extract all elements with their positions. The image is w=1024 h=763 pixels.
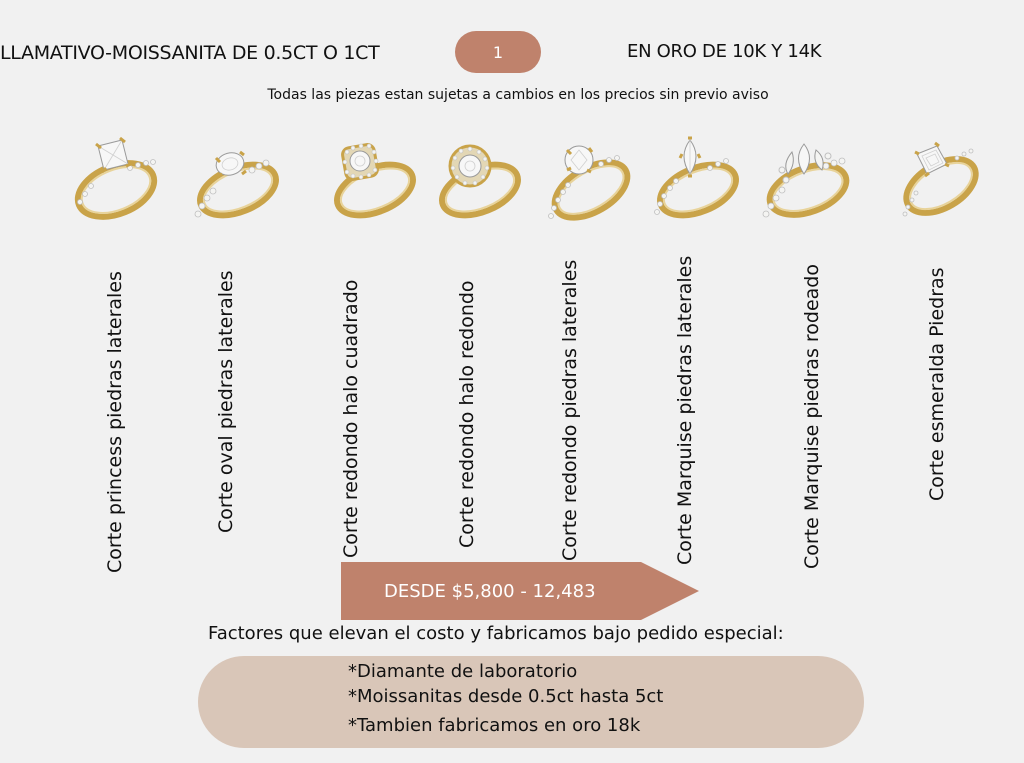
- price-range-banner: DESDE $5,800 - 12,483: [341, 562, 699, 620]
- factor-item: *Tambien fabricamos en oro 18k: [348, 715, 641, 736]
- ring-label-marquise-cluster: Corte Marquise piedras rodeado: [801, 264, 823, 569]
- factor-item: *Moissanitas desde 0.5ct hasta 5ct: [348, 686, 664, 707]
- round-halo-ring-icon[interactable]: [430, 128, 530, 232]
- factors-title: Factores que elevan el costo y fabricamo…: [208, 623, 784, 644]
- ring-label-oval: Corte oval piedras laterales: [215, 270, 237, 533]
- ring-label-princess: Corte princess piedras laterales: [104, 271, 126, 573]
- marquise-cluster-ring-icon[interactable]: [758, 128, 858, 232]
- ring-label-marquise-side-stones: Corte Marquise piedras laterales: [674, 255, 696, 565]
- round-side-stones-ring-icon[interactable]: [541, 128, 641, 232]
- factor-item: *Diamante de laboratorio: [348, 661, 578, 682]
- page-title: LLAMATIVO-MOISSANITA DE 0.5CT O 1CT: [0, 42, 380, 64]
- metal-info: EN ORO DE 10K Y 14K: [627, 41, 822, 62]
- factors-box: *Diamante de laboratorio *Moissanitas de…: [198, 656, 864, 748]
- ring-label-round-halo: Corte redondo halo redondo: [456, 280, 478, 548]
- ring-label-emerald: Corte esmeralda Piedras: [926, 267, 948, 501]
- ring-label-round-side-stones: Corte redondo piedras laterales: [559, 259, 581, 561]
- price-notice: Todas las piezas estan sujetas a cambios…: [267, 87, 769, 103]
- price-range-text: DESDE $5,800 - 12,483: [384, 580, 596, 602]
- round-square-halo-ring-icon[interactable]: [325, 128, 425, 232]
- marquise-side-stones-ring-icon[interactable]: [648, 128, 748, 232]
- page-number-badge[interactable]: 1: [455, 31, 541, 73]
- princess-cut-ring-icon[interactable]: [68, 128, 168, 232]
- emerald-cut-ring-icon[interactable]: [895, 128, 995, 232]
- ring-label-round-square-halo: Corte redondo halo cuadrado: [340, 279, 362, 558]
- oval-cut-ring-icon[interactable]: [188, 128, 288, 232]
- page-number: 1: [492, 42, 504, 62]
- arrow-shape-icon: [341, 562, 699, 620]
